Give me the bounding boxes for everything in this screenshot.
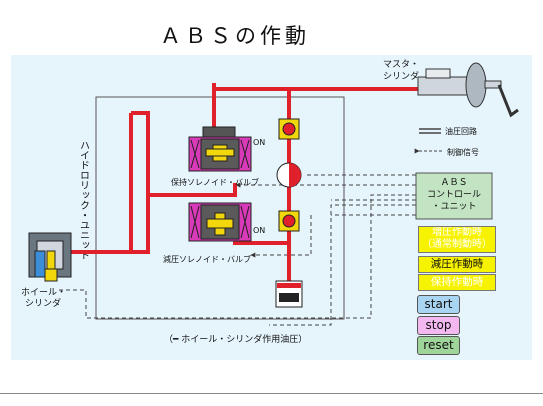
abs-control-unit bbox=[415, 172, 493, 220]
stop-button[interactable]: stop bbox=[417, 316, 460, 335]
reset-button[interactable]: reset bbox=[417, 336, 460, 355]
release-valve-on-label: ON bbox=[253, 226, 265, 235]
hydraulic-unit-frame bbox=[95, 96, 345, 320]
release-solenoid-valve bbox=[188, 202, 252, 242]
lower-check-valve bbox=[278, 210, 300, 232]
mode-hold: 保持作動時 bbox=[418, 274, 496, 291]
legend-oil-circuit: 油圧回路 bbox=[445, 126, 477, 136]
caption: （━ ホイール・シリンダ作用油圧） bbox=[164, 333, 307, 345]
release-valve-label: 減圧ソレノイド・バルブ bbox=[163, 254, 251, 264]
hold-solenoid-valve bbox=[188, 126, 252, 172]
bottom-divider bbox=[0, 393, 543, 394]
legend bbox=[414, 128, 443, 154]
mode-decrease: 減圧作動時 bbox=[418, 256, 496, 273]
reservoir-icon bbox=[275, 280, 303, 308]
pump-icon bbox=[276, 162, 302, 188]
start-button[interactable]: start bbox=[417, 295, 460, 314]
page-title: ＡＢＳの作動 bbox=[160, 24, 310, 48]
mode-increase-sub: （通常制動時） bbox=[422, 239, 492, 250]
mode-increase-label: 増圧作動時 bbox=[432, 227, 482, 238]
diagram-panel: ハイドロリック・ユニット マス bbox=[11, 55, 532, 360]
master-cylinder-icon bbox=[417, 62, 519, 118]
wheel-cylinder-label-2: シリンダ bbox=[25, 297, 61, 309]
mode-increase: 増圧作動時 （通常制動時） bbox=[418, 226, 496, 253]
hydraulic-unit-label: ハイドロリック・ユニット bbox=[78, 140, 90, 260]
hold-valve-on-label: ON bbox=[253, 138, 265, 147]
abs-unit-label-1: ＡＢＳ bbox=[440, 178, 467, 188]
legend-control-signal: 制御信号 bbox=[447, 147, 479, 157]
wheel-cylinder-icon bbox=[28, 232, 72, 282]
abs-unit-label-2: コントロール bbox=[427, 190, 481, 200]
control-signal-lines bbox=[59, 174, 416, 326]
master-cylinder-label-1: マスタ・ bbox=[383, 59, 419, 70]
upper-check-valve bbox=[278, 118, 300, 140]
abs-unit-label-3: ・ユニット bbox=[431, 202, 476, 212]
master-cylinder-label-2: シリンダ bbox=[383, 70, 419, 82]
wheel-cylinder-label-1: ホイール・ bbox=[21, 287, 66, 298]
hold-valve-label: 保持ソレノイド・バルブ bbox=[171, 177, 259, 187]
abs-diagram: ハイドロリック・ユニット マス bbox=[21, 59, 519, 345]
